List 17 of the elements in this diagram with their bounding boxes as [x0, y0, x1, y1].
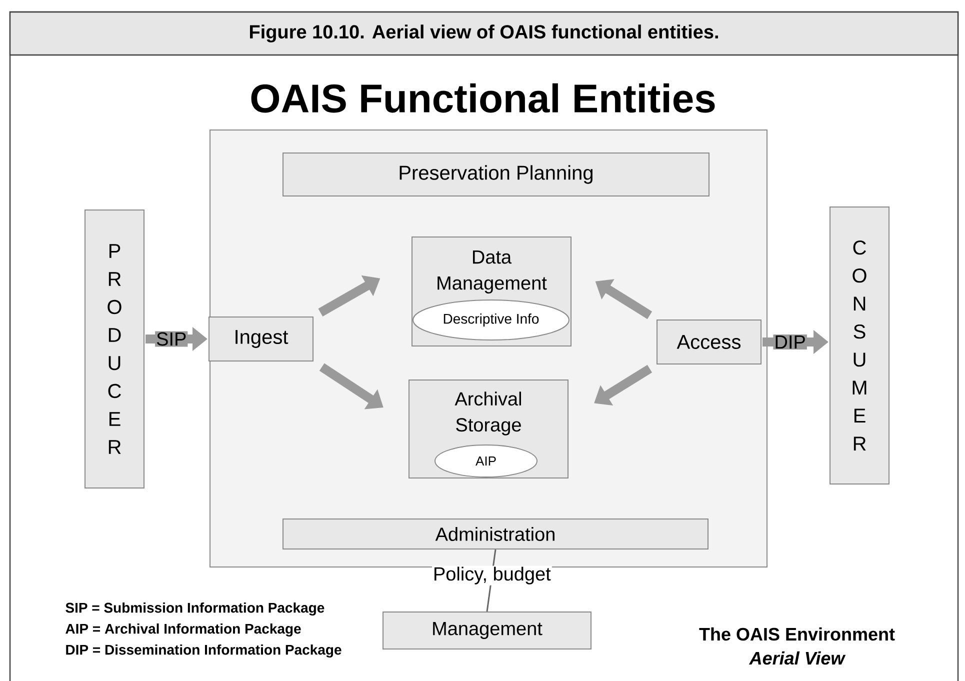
edge-label: Policy, budget [432, 566, 552, 586]
legend-text: AIP = Archival Information Package [66, 623, 301, 637]
edge-label: SIP [155, 331, 188, 347]
process-box: Ingest [208, 316, 314, 362]
entity-box: CONSUMER [830, 206, 890, 484]
process-box: Administration [282, 518, 708, 550]
heading: OAIS Functional Entities [251, 83, 715, 113]
legend-text: DIP = Dissemination Information Package [66, 644, 342, 658]
caption-text: The OAIS Environment [699, 627, 895, 641]
process-box: Access [656, 320, 762, 364]
entity-box: PRODUCER [84, 210, 144, 488]
legend-text: SIP = Submission Information Package [66, 602, 324, 616]
process-box: Management [382, 612, 592, 650]
process-box: Preservation Planning [282, 152, 710, 196]
caption-band: Figure 10.10. Aerial view of OAIS functional entities. [9, 11, 959, 56]
caption-text: Aerial View [748, 651, 846, 665]
edge-label: DIP [773, 334, 807, 350]
